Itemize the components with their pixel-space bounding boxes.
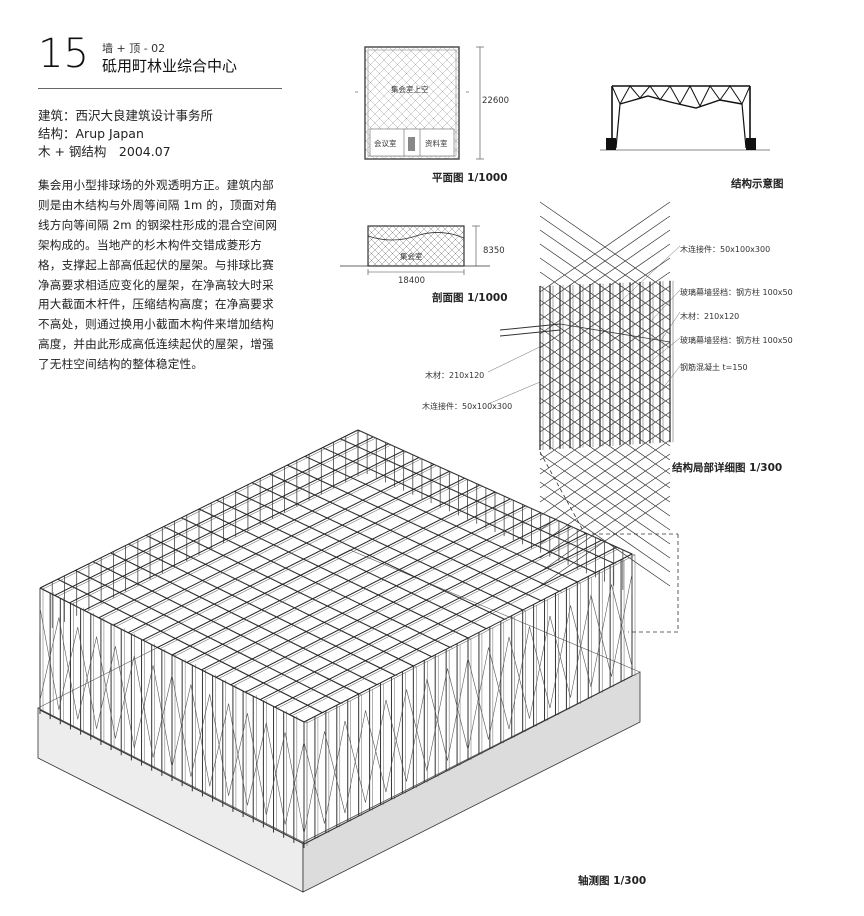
plan-caption: 平面图 1/1000: [432, 172, 508, 184]
plan-room-archive: 资料室: [425, 139, 448, 148]
detail-label-concrete: 钢筋混凝土 t=150: [680, 363, 748, 372]
axon-caption: 轴测图 1/300: [578, 875, 647, 887]
section-dim-width: 18400: [398, 276, 426, 286]
detail-label-timber-left: 木材：210x120: [425, 371, 485, 380]
detail-caption: 结构局部详细图 1/300: [672, 462, 783, 474]
detail-drawing: [487, 201, 681, 587]
credit-structure: 结构：Arup Japan: [38, 126, 144, 141]
description-text: 集会用小型排球场的外观透明方正。建筑内部则是由木结构与外周等间隔 1m 的，顶面…: [38, 178, 278, 372]
structure-diagram: [600, 84, 770, 151]
chapter-number: 15: [38, 31, 89, 77]
detail-label-connector-top: 木连接件：50x100x300: [680, 245, 771, 254]
structure-diagram-caption: 结构示意图: [731, 178, 784, 190]
detail-label-timber-right: 木材：210x120: [680, 312, 740, 321]
detail-label-connector-left: 木连接件：50x100x300: [422, 402, 513, 411]
plan-room-main: 集会室上空: [391, 85, 429, 94]
plan-room-meeting: 会议室: [374, 139, 397, 148]
section-drawing: [340, 225, 490, 275]
project-title: 砥用町林业综合中心: [102, 57, 238, 75]
credit-architect: 建筑：西沢大良建筑设计事务所: [38, 108, 214, 123]
credit-type-date: 木 + 钢结构 2004.07: [38, 144, 171, 159]
detail-label-mullion-2: 玻璃幕墙竖档：钢方柱 100x50: [680, 336, 793, 345]
header-rule: [38, 88, 282, 89]
plan-drawing: [355, 46, 484, 160]
category-label: 墙 + 顶 - 02: [102, 42, 166, 55]
plan-dim-height: 22600: [482, 96, 510, 106]
section-dim-height: 8350: [483, 246, 505, 256]
section-caption: 剖面图 1/1000: [432, 292, 508, 304]
detail-label-mullion-1: 玻璃幕墙竖档：钢方柱 100x50: [680, 288, 793, 297]
section-room: 集会室: [400, 252, 423, 261]
